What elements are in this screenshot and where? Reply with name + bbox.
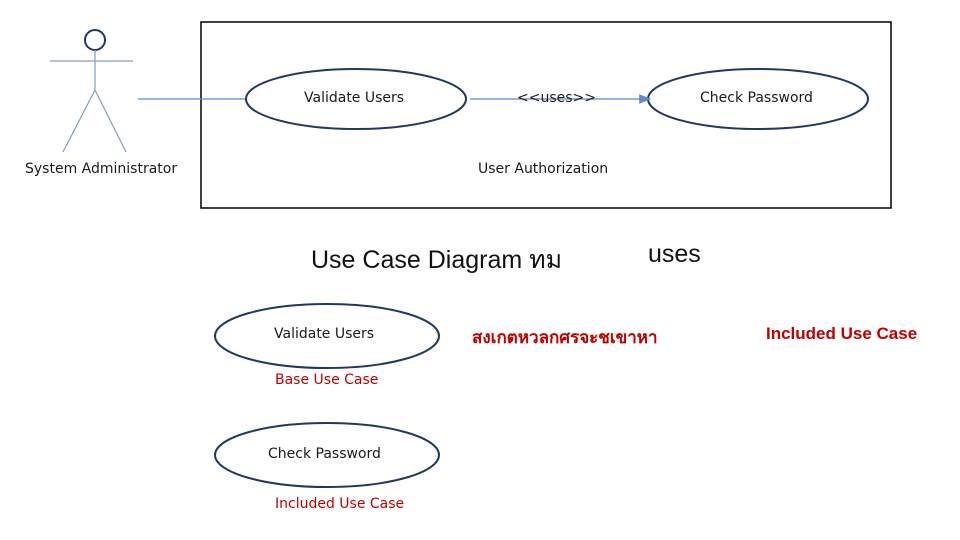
actor-name: System Administrator	[25, 161, 178, 177]
use-case-validate-users	[245, 68, 467, 130]
use-case-check-label: Check Password	[700, 90, 813, 106]
legend-thai-note: สงเกตหวลกศรจะชเขาหา	[472, 328, 658, 347]
system-boundary	[200, 21, 892, 209]
legend-included-use-case-ellipse	[214, 422, 440, 488]
uses-relation-label: <<uses>>	[517, 90, 596, 106]
legend-included-use-case-label: Check Password	[268, 446, 381, 462]
legend-included-caption: Included Use Case	[275, 496, 405, 512]
system-name: User Authorization	[478, 161, 609, 177]
use-case-validate-label: Validate Users	[304, 90, 405, 106]
legend-included-title: Included Use Case	[766, 324, 918, 343]
legend-base-use-case-label: Validate Users	[274, 326, 375, 342]
legend-base-use-case-ellipse	[214, 303, 440, 369]
actor-stick-figure-icon	[50, 29, 133, 153]
page-title-suffix: uses	[648, 240, 701, 268]
page-title: Use Case Diagram ทม	[311, 246, 563, 274]
legend-base-caption: Base Use Case	[275, 372, 379, 388]
